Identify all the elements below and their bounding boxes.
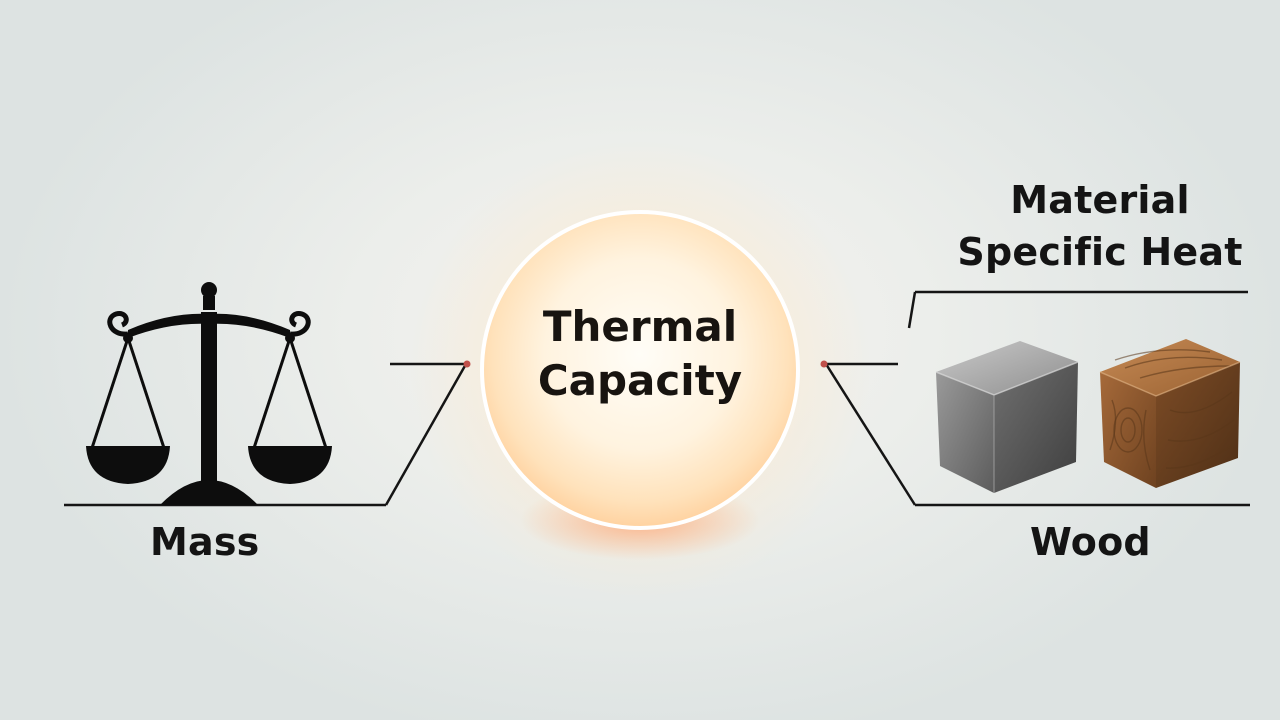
thermal-capacity-line1: Thermal	[542, 302, 738, 351]
thermal-capacity-line2: Capacity	[537, 356, 743, 405]
metal-cube-icon	[935, 341, 1079, 493]
orb-core	[480, 210, 800, 530]
mass-connector-dot	[463, 360, 471, 368]
material-title-line1: Material	[1010, 178, 1190, 222]
material-diagonal	[824, 363, 917, 506]
mass-connector	[64, 362, 468, 507]
mass-label: Mass	[150, 520, 260, 564]
balance-scale-icon	[86, 282, 332, 505]
wood-label: Wood	[1030, 520, 1151, 564]
material-connector	[824, 290, 1250, 507]
mass-diagonal	[384, 363, 468, 506]
thermal-capacity-title: Thermal Capacity	[490, 300, 790, 408]
material-connector-dot	[820, 360, 828, 368]
material-title-line2: Specific Heat	[957, 230, 1243, 274]
thermal-capacity-orb	[410, 140, 870, 600]
material-topline-tick	[907, 291, 917, 329]
wood-cube-icon	[1099, 339, 1241, 488]
material-specific-heat-title: Material Specific Heat	[950, 174, 1250, 278]
